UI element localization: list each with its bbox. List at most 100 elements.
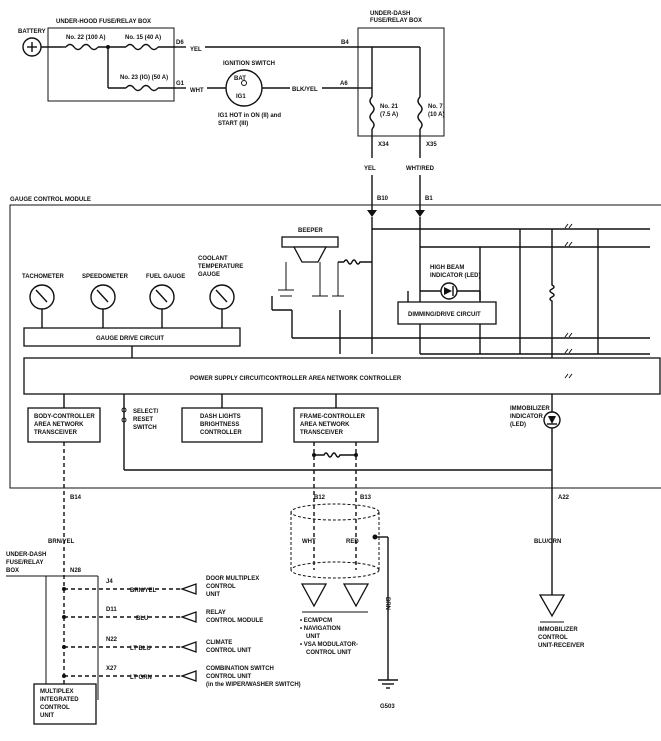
combo-label-1: COMBINATION SWITCH	[206, 666, 274, 672]
fuse23-label: No. 23 (IG) (50 A)	[120, 75, 168, 81]
wire-brnyel-main: BRN/YEL	[48, 539, 75, 545]
beeper-label: BEEPER	[298, 228, 323, 234]
high-beam-label-1: HIGH BEAM	[430, 265, 464, 271]
wire-yel-mid: YEL	[364, 166, 376, 172]
fuse21-label-2: (7.5 A)	[380, 112, 398, 118]
immobilizer-resistor	[549, 229, 555, 358]
ignition-switch-label: IGNITION SWITCH	[223, 61, 275, 67]
battery-label: BATTERY	[18, 29, 46, 35]
underdash-box-top	[357, 27, 445, 137]
ecm-connector-2	[342, 583, 370, 608]
wire-blkyel: BLK/YEL	[292, 87, 318, 93]
gauge-drive-label: GAUGE DRIVE CIRCUIT	[96, 336, 164, 342]
immobilizer-receiver-label-1: IMMOBILIZER	[538, 627, 578, 633]
body-can-label-3: TRANSCEIVER	[34, 430, 78, 436]
underdash-box-label-1: UNDER-DASH	[370, 11, 410, 17]
speedometer-label: SPEEDOMETER	[82, 274, 129, 280]
wire-brn: BRN	[384, 597, 390, 610]
tachometer-gauge	[29, 284, 55, 310]
immobilizer-receiver-label-3: UNIT-RECEIVER	[538, 643, 585, 649]
speedometer-gauge	[90, 284, 116, 310]
immobilizer-indicator-label-2: INDICATOR	[510, 414, 543, 420]
conn-b13: B13	[360, 495, 372, 501]
underhood-box-label: UNDER-HOOD FUSE/RELAY BOX	[56, 19, 151, 25]
conn-g1: G1	[176, 81, 185, 87]
body-can-label-1: BODY-CONTROLLER	[34, 414, 95, 420]
dash-lights-label-2: BRIGHTNESS	[200, 422, 239, 428]
battery-symbol	[22, 37, 42, 57]
conn-b4: B4	[341, 40, 349, 46]
select-label-2: RESET	[133, 417, 153, 423]
gauge-module-frame	[9, 204, 661, 489]
underdash2-label-3: BOX	[6, 568, 19, 574]
immobilizer-receiver-connector	[538, 594, 566, 618]
fuse21-symbol	[369, 96, 375, 130]
power-supply-label: POWER SUPPLY CIRCUIT/CONTROLLER AREA NET…	[190, 376, 402, 382]
coolant-label-3: GAUGE	[198, 272, 220, 278]
underdash2-label-2: FUSE/RELAY	[6, 560, 43, 566]
ignition-bat-label: BAT	[234, 76, 246, 82]
wire-bluorn: BLU/ORN	[534, 539, 561, 545]
conn-a22: A22	[558, 495, 570, 501]
conn-d6: D6	[176, 40, 184, 46]
combo-label-2: CONTROL UNIT	[206, 674, 252, 680]
wire-whtred: WHT/RED	[406, 166, 435, 172]
coolant-label-1: COOLANT	[198, 256, 228, 262]
branch-relay	[62, 611, 197, 623]
dimming-drive-label: DIMMING/DRIVE CIRCUIT	[408, 312, 481, 318]
underhood-box	[47, 27, 175, 102]
micu-label-2: INTEGRATED	[40, 697, 79, 703]
conn-n28: N28	[70, 568, 82, 574]
high-beam-led	[440, 282, 458, 300]
branch-door	[62, 583, 197, 595]
door-label-3: UNIT	[206, 592, 220, 598]
fuel-gauge	[149, 284, 175, 310]
ecm-label-5: CONTROL UNIT	[306, 650, 352, 656]
immobilizer-indicator-label-1: IMMOBILIZER	[510, 406, 550, 412]
wire-brnyel-door: BRN/YEL	[130, 588, 157, 594]
ignition-note-1: IG1 HOT in ON (II) and	[218, 113, 281, 119]
wire-ltblu: LT BLU	[130, 646, 151, 652]
micu-label-4: UNIT	[40, 713, 54, 719]
immobilizer-receiver-label-2: CONTROL	[538, 635, 568, 641]
immobilizer-indicator-label-3: (LED)	[510, 422, 526, 428]
select-label-3: SWITCH	[133, 425, 157, 431]
twisted-pair-shield-bottom	[290, 561, 380, 579]
conn-a6: A6	[340, 81, 348, 87]
fuse22-symbol	[65, 43, 99, 51]
underdash-box-label-2: FUSE/RELAY BOX	[370, 18, 422, 24]
conn-b12: B12	[314, 495, 326, 501]
frame-can-label-1: FRAME-CONTROLLER	[300, 414, 366, 420]
door-label-1: DOOR MULTIPLEX	[206, 576, 259, 582]
beeper-resistor	[338, 259, 372, 265]
relay-label-2: CONTROL MODULE	[206, 618, 263, 624]
wire-blu: BLU	[136, 616, 148, 622]
ground-symbol	[378, 679, 398, 689]
conn-x27: X27	[106, 666, 117, 672]
select-label-1: SELECT/	[133, 409, 159, 415]
dash-lights-label-1: DASH LIGHTS	[200, 414, 241, 420]
fuel-gauge-label: FUEL GAUGE	[146, 274, 185, 280]
dash-lights-label-3: CONTROLLER	[200, 430, 242, 436]
fuse7-label-2: (10 A)	[428, 112, 444, 118]
tachometer-label: TACHOMETER	[22, 274, 65, 280]
climate-label-1: CLIMATE	[206, 640, 232, 646]
combo-label-3: (in the WIPER/WASHER SWITCH)	[206, 682, 301, 688]
door-label-2: CONTROL	[206, 584, 236, 590]
climate-label-2: CONTROL UNIT	[206, 648, 252, 654]
conn-b1: B1	[425, 196, 433, 202]
fuse7-label-1: No. 7	[428, 104, 443, 110]
conn-b10: B10	[377, 196, 389, 202]
coolant-gauge	[209, 284, 235, 310]
relay-label-1: RELAY	[206, 610, 226, 616]
fuse23-symbol	[125, 84, 159, 92]
fuse15-symbol	[125, 43, 159, 51]
conn-j4: J4	[106, 579, 113, 585]
micu-label-1: MULTIPLEX	[40, 689, 74, 695]
power-supply-circuit	[23, 357, 661, 395]
wire-red-can: RED	[346, 539, 359, 545]
micu-label-3: CONTROL	[40, 705, 70, 711]
body-can-label-2: AREA NETWORK	[34, 422, 84, 428]
